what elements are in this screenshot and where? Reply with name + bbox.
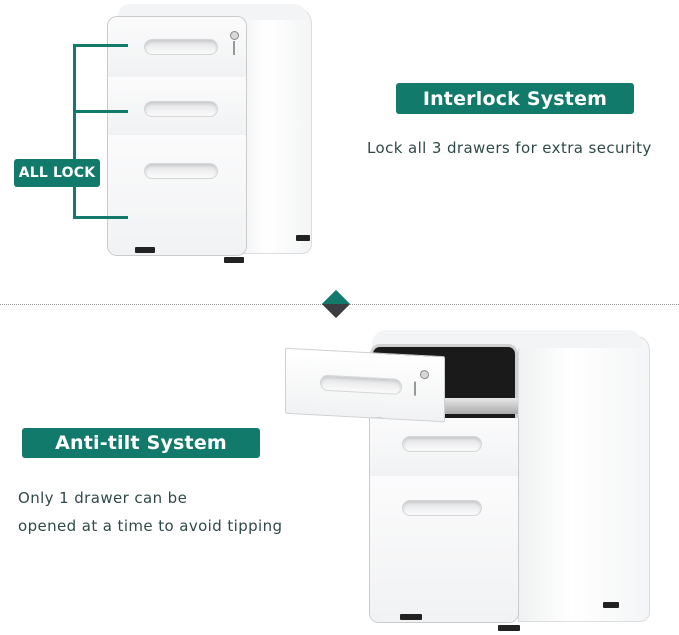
anti-tilt-title: Anti-tilt System bbox=[22, 428, 260, 458]
lock-icon bbox=[420, 369, 429, 380]
key-icon bbox=[233, 41, 235, 55]
anti-tilt-description-line-1: Only 1 drawer can be bbox=[18, 489, 188, 507]
drawer-1 bbox=[108, 17, 246, 78]
drawer-slide-rail bbox=[440, 398, 518, 414]
diamond-icon bbox=[321, 289, 351, 319]
drawer-2 bbox=[370, 418, 518, 477]
anti-tilt-description-line-2: opened at a time to avoid tipping bbox=[18, 517, 283, 535]
key-icon bbox=[414, 381, 416, 396]
drawer-3 bbox=[108, 135, 246, 255]
drawer-2 bbox=[108, 77, 246, 136]
all-lock-badge: ALL LOCK bbox=[14, 159, 100, 187]
lock-icon bbox=[230, 31, 239, 40]
interlock-description: Lock all 3 drawers for extra security bbox=[367, 139, 652, 157]
open-drawer-front bbox=[285, 347, 445, 423]
drawer-3 bbox=[370, 476, 518, 622]
interlock-title: Interlock System bbox=[396, 83, 634, 114]
